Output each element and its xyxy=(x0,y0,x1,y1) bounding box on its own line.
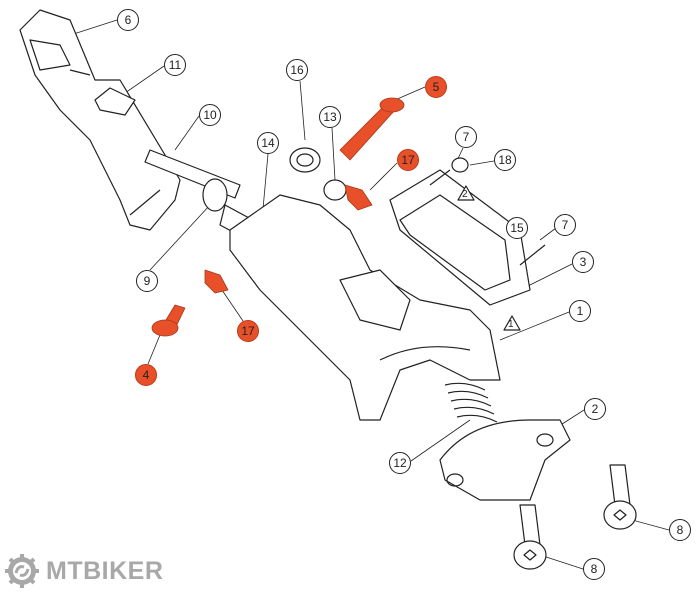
warning-triangle-2 xyxy=(457,185,475,201)
callout-7b: 7 xyxy=(554,214,576,236)
bushing xyxy=(94,87,136,116)
pin-7b xyxy=(519,244,546,266)
callout-10: 10 xyxy=(199,104,221,126)
callout-8: 8 xyxy=(669,519,691,541)
mtbiker-logo: MTBIKER xyxy=(4,553,163,589)
callout-7: 7 xyxy=(455,126,477,148)
warning-label-2: 2 xyxy=(462,189,468,200)
callout-17: 17 xyxy=(397,149,419,171)
callout-8b: 8 xyxy=(583,558,605,580)
gear-logo-icon xyxy=(5,554,39,588)
bolt-8-right xyxy=(603,464,637,530)
callout-9: 9 xyxy=(136,270,158,292)
highlighted-parts xyxy=(151,97,405,337)
callout-16: 16 xyxy=(286,59,308,81)
clip-17-lower xyxy=(204,269,229,294)
bolt-8-left xyxy=(513,504,547,570)
warning-triangle-1 xyxy=(503,315,521,331)
callout-4: 4 xyxy=(135,364,157,386)
callout-5: 5 xyxy=(425,76,447,98)
washer-16 xyxy=(289,147,321,173)
callout-2: 2 xyxy=(584,398,606,420)
pin-7 xyxy=(429,169,451,186)
clip-17-upper xyxy=(344,184,373,211)
warning-label-1: 1 xyxy=(508,319,514,330)
callout-15: 15 xyxy=(506,217,528,239)
seal-13 xyxy=(323,179,347,201)
callout-13: 13 xyxy=(319,106,341,128)
callout-6: 6 xyxy=(117,9,139,31)
logo-text: MTBIKER xyxy=(46,556,164,585)
bolt-5 xyxy=(339,104,396,161)
lever-blade xyxy=(19,9,181,231)
callout-14: 14 xyxy=(257,132,279,154)
washer-9 xyxy=(202,178,228,212)
clamp xyxy=(439,419,571,501)
callout-3: 3 xyxy=(572,251,594,273)
spring xyxy=(444,382,498,423)
screw-18 xyxy=(451,157,469,173)
callout-11: 11 xyxy=(164,54,186,76)
callout-17b: 17 xyxy=(237,320,259,342)
callout-1: 1 xyxy=(569,300,591,322)
callout-18: 18 xyxy=(494,149,516,171)
cover xyxy=(389,169,531,306)
callout-12: 12 xyxy=(389,452,411,474)
